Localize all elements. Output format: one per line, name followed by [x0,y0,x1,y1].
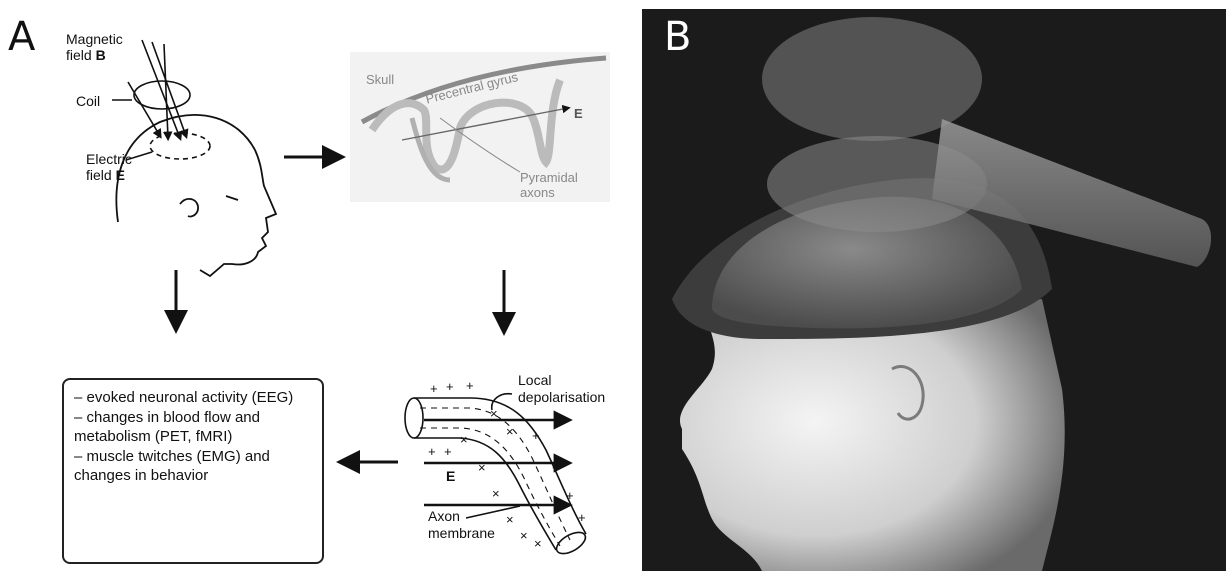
coil-and-field [112,40,210,160]
svg-text:+: + [552,460,560,475]
svg-text:×: × [492,486,500,501]
effects-box: – evoked neuronal activity (EEG) – chang… [62,378,324,564]
axon-e-label: E [446,468,455,484]
pyramidal-axons-label: Pyramidal axons [520,170,578,200]
svg-text:+: + [578,510,586,525]
local-depolarisation-label: Local depolarisation [518,372,605,406]
svg-text:×: × [534,536,542,551]
cortex-e-label: E [574,106,583,122]
effect-blood-flow: – changes in blood flow and metabolism (… [74,408,312,446]
panel-b-letter: B [664,14,691,60]
effect-emg: – muscle twitches (EMG) and changes in b… [74,447,312,485]
axon-membrane-label: Axon membrane [428,508,495,542]
effect-eeg: – evoked neuronal activity (EEG) [74,388,312,407]
svg-text:+: + [444,444,452,459]
skull-label: Skull [366,72,394,87]
svg-text:×: × [520,528,528,543]
coil-label: Coil [76,93,100,109]
svg-text:×: × [460,432,468,447]
head-coil-render [642,9,1226,571]
svg-text:+: + [430,381,438,396]
electric-field-label: Electric field E [86,151,132,183]
face-shape [680,299,1065,571]
svg-text:+: + [532,428,540,443]
svg-text:×: × [490,406,498,421]
svg-text:×: × [506,424,514,439]
magnetic-field-label: Magnetic field B [66,31,123,63]
svg-text:+: + [566,488,574,503]
panel-b-rendering [642,9,1226,571]
svg-text:×: × [478,460,486,475]
svg-text:+: + [446,379,454,394]
svg-text:+: + [428,444,436,459]
head-outline [116,115,276,276]
svg-text:×: × [506,512,514,527]
svg-text:+: + [466,378,474,393]
